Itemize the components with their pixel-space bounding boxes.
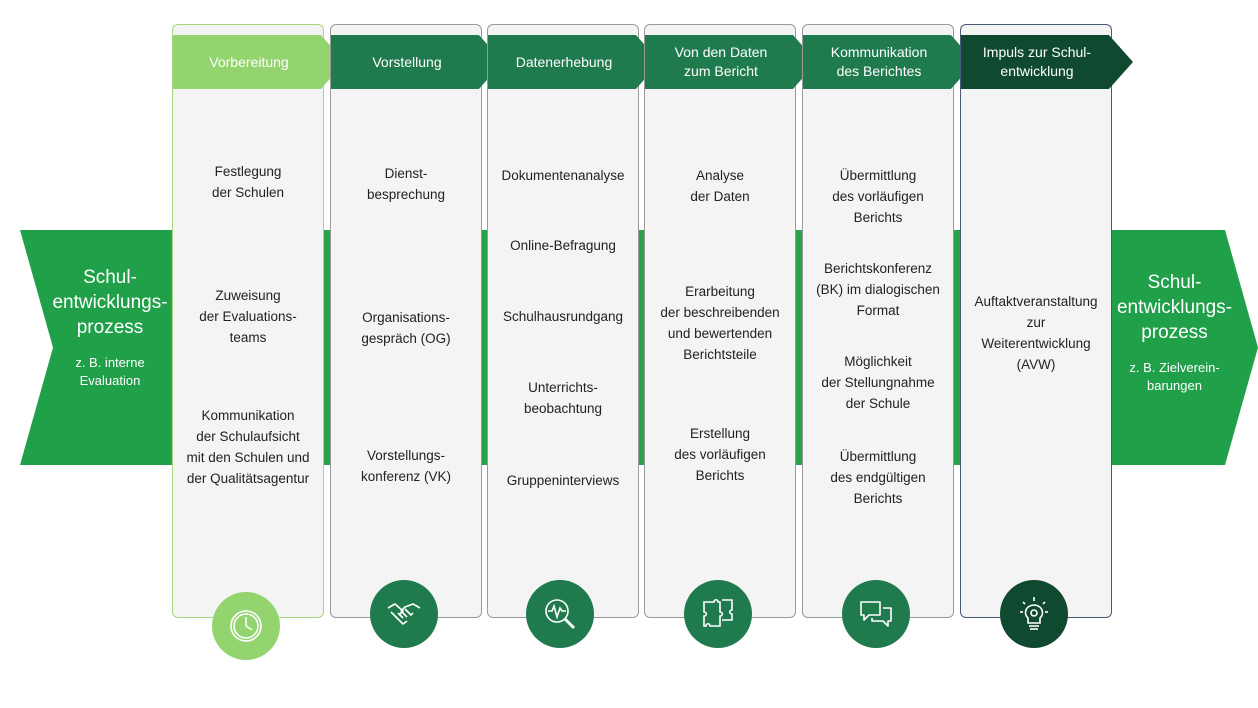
phase-column-datenerhebung: Datenerhebung Dokumentenanalyse Online-B…: [487, 24, 660, 618]
phase-item: Analyse der Daten: [690, 168, 750, 204]
phase-column-impuls: Impuls zur Schul- entwicklung Auftaktver…: [960, 24, 1133, 618]
phase-header-impuls: Impuls zur Schul- entwicklung: [961, 35, 1133, 89]
phase-item: Möglichkeit der Stellungnahme der Schule: [821, 354, 935, 411]
left-arrow-label: Schul- entwicklungs- prozess z. B. inter…: [50, 265, 170, 390]
phase-item: Übermittlung des vorläufigen Berichts: [832, 168, 924, 225]
left-arrow-subtitle: z. B. interne Evaluation: [75, 355, 145, 388]
phase-header-datenerhebung: Datenerhebung: [488, 35, 660, 89]
phase-item: Erarbeitung der beschreibenden und bewer…: [660, 284, 780, 362]
left-arrow-title: Schul- entwicklungs- prozess: [52, 267, 168, 338]
right-arrow-subtitle: z. B. Zielverein- barungen: [1129, 360, 1220, 393]
phase-item: Gruppeninterviews: [506, 473, 620, 488]
phase-item: Online-Befragung: [510, 238, 616, 253]
phase-header-label: Kommunikation des Berichtes: [830, 44, 928, 79]
phase-item: Dokumentenanalyse: [501, 168, 625, 183]
puzzle-icon: [684, 580, 752, 648]
phase-column-von-den-daten-zum-bericht: Von den Daten zum Bericht Analyse der Da…: [644, 24, 817, 618]
lightbulb-icon: [1000, 580, 1068, 648]
phase-item: Zuweisung der Evaluations- teams: [199, 288, 297, 345]
analysis-magnifier-icon: [526, 580, 594, 648]
phase-item: Auftaktveranstaltung zur Weiterentwicklu…: [974, 294, 1098, 372]
phase-header-label: Vorstellung: [372, 53, 442, 70]
right-process-arrow: [1108, 230, 1258, 465]
phase-item: Schulhausrundgang: [502, 309, 624, 324]
phase-header-label: Datenerhebung: [515, 53, 613, 70]
phase-item: Dienst- besprechung: [366, 166, 446, 202]
phase-header-label: Vorbereitung: [209, 53, 289, 70]
phase-header-vorstellung: Vorstellung: [331, 35, 503, 89]
clock-icon: [212, 592, 280, 660]
phase-header-vorbereitung: Vorbereitung: [173, 35, 345, 89]
phase-header-kommunikation: Kommunikation des Berichtes: [803, 35, 975, 89]
phase-item: Übermittlung des endgültigen Berichts: [830, 449, 926, 506]
phase-item: Vorstellungs- konferenz (VK): [360, 448, 452, 484]
phase-item: Unterrichts- beobachtung: [523, 380, 603, 416]
phase-header-von-den-daten: Von den Daten zum Bericht: [645, 35, 817, 89]
phase-column-kommunikation: Kommunikation des Berichtes Übermittlung…: [802, 24, 975, 618]
speech-bubbles-icon: [842, 580, 910, 648]
right-arrow-title: Schul- entwicklungs- prozess: [1116, 272, 1233, 343]
phase-item: Festlegung der Schulen: [211, 164, 285, 200]
phase-item: Kommunikation der Schulaufsicht mit den …: [186, 408, 310, 486]
phase-header-label: Impuls zur Schul- entwicklung: [982, 44, 1092, 79]
handshake-icon: [370, 580, 438, 648]
phase-item: Berichtskonferenz (BK) im dialogischen F…: [816, 261, 940, 318]
phase-column-vorbereitung: Vorbereitung Festlegung der Schulen Zuwe…: [172, 24, 345, 618]
phase-header-label: Von den Daten zum Bericht: [674, 44, 768, 79]
right-arrow-label: Schul- entwicklungs- prozess z. B. Zielv…: [1112, 270, 1237, 395]
phase-item: Organisations- gespräch (OG): [361, 310, 451, 346]
phase-column-vorstellung: Vorstellung Dienst- besprechung Organisa…: [330, 24, 503, 618]
phase-item: Erstellung des vorläufigen Berichts: [674, 426, 766, 483]
